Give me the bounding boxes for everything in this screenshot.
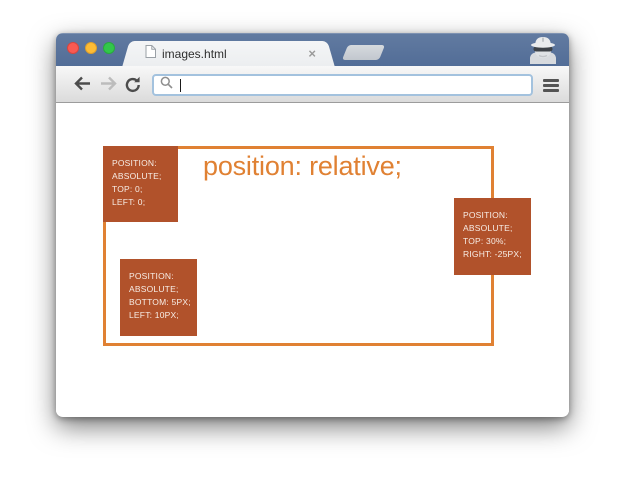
text-caret xyxy=(180,78,181,92)
relative-container: position: relative; POSITION: ABSOLUTE; … xyxy=(103,146,531,346)
absolute-box-top-left: POSITION: ABSOLUTE; TOP: 0; LEFT: 0; xyxy=(103,146,178,222)
minimize-window-button[interactable] xyxy=(85,42,97,54)
forward-button[interactable] xyxy=(100,76,120,94)
incognito-icon xyxy=(526,35,560,69)
absolute-box-right: POSITION: ABSOLUTE; TOP: 30%; RIGHT: -25… xyxy=(454,198,531,275)
page-content: position: relative; POSITION: ABSOLUTE; … xyxy=(56,103,569,416)
window-controls xyxy=(67,42,115,54)
browser-window: images.html × xyxy=(56,33,569,417)
search-icon xyxy=(160,76,173,94)
page-title: position: relative; xyxy=(203,151,402,181)
new-tab-button[interactable] xyxy=(341,45,386,60)
reload-button[interactable] xyxy=(124,76,144,94)
back-button[interactable] xyxy=(74,76,94,94)
fullscreen-window-button[interactable] xyxy=(103,42,115,54)
close-window-button[interactable] xyxy=(67,42,79,54)
tab-images-html[interactable]: images.html × xyxy=(132,41,325,66)
address-bar[interactable] xyxy=(152,74,533,96)
tab-close-icon[interactable]: × xyxy=(308,46,316,61)
menu-button[interactable] xyxy=(543,79,559,92)
tab-title: images.html xyxy=(162,46,227,61)
document-icon xyxy=(145,44,156,63)
address-input[interactable] xyxy=(181,76,525,94)
tab-content: images.html × xyxy=(132,41,325,66)
browser-toolbar xyxy=(56,66,569,103)
hamburger-icon xyxy=(543,79,559,82)
absolute-box-bottom-left: POSITION: ABSOLUTE; BOTTOM: 5PX; LEFT: 1… xyxy=(120,259,197,336)
window-titlebar[interactable]: images.html × xyxy=(56,33,569,66)
